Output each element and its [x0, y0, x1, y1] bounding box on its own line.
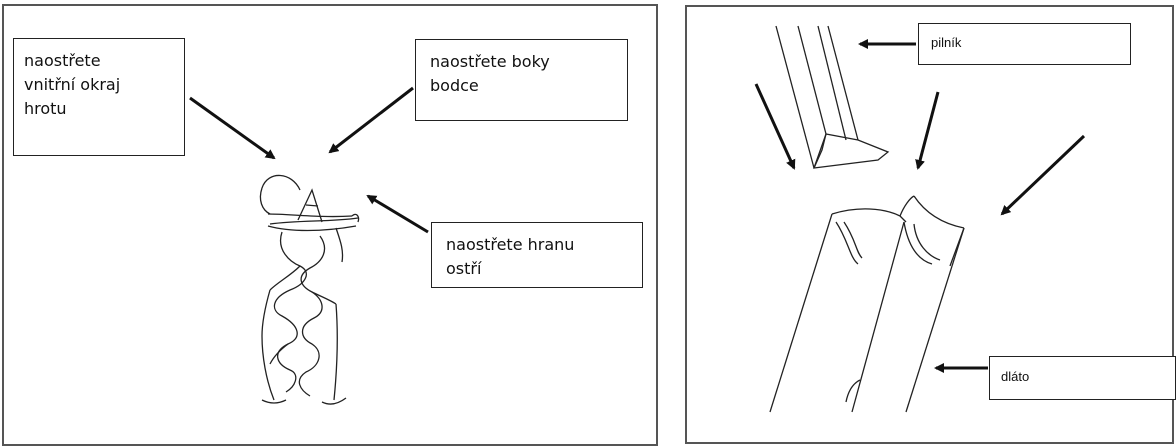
callout-cutting-edge: naostřete hranu ostří [431, 222, 643, 288]
callout-spur-sides: naostřete boky bodce [415, 39, 628, 121]
callout-cutting-edge-text: naostřete hranu ostří [446, 235, 575, 278]
callout-file-text: pilník [931, 35, 962, 50]
arrow-inner-edge [189, 96, 276, 160]
callout-inner-edge-text: naostřete vnitřní okraj hrotu [24, 51, 121, 118]
callout-chisel-text: dláto [1001, 369, 1030, 384]
arrow-chisel-left [754, 83, 796, 170]
file-drawing [775, 25, 890, 169]
callout-spur-sides-text: naostřete boky bodce [430, 52, 550, 95]
arrow-chisel-middle [915, 91, 940, 170]
arrow-chisel-right [1000, 134, 1086, 216]
arrow-spur-sides [328, 86, 414, 154]
chisel-drawing [769, 195, 965, 413]
drill-bit-drawing [259, 174, 360, 405]
callout-chisel: dláto [989, 356, 1176, 400]
arrow-cutting-edge [366, 194, 429, 234]
callout-inner-edge: naostřete vnitřní okraj hrotu [13, 38, 185, 156]
callout-file: pilník [918, 23, 1131, 65]
